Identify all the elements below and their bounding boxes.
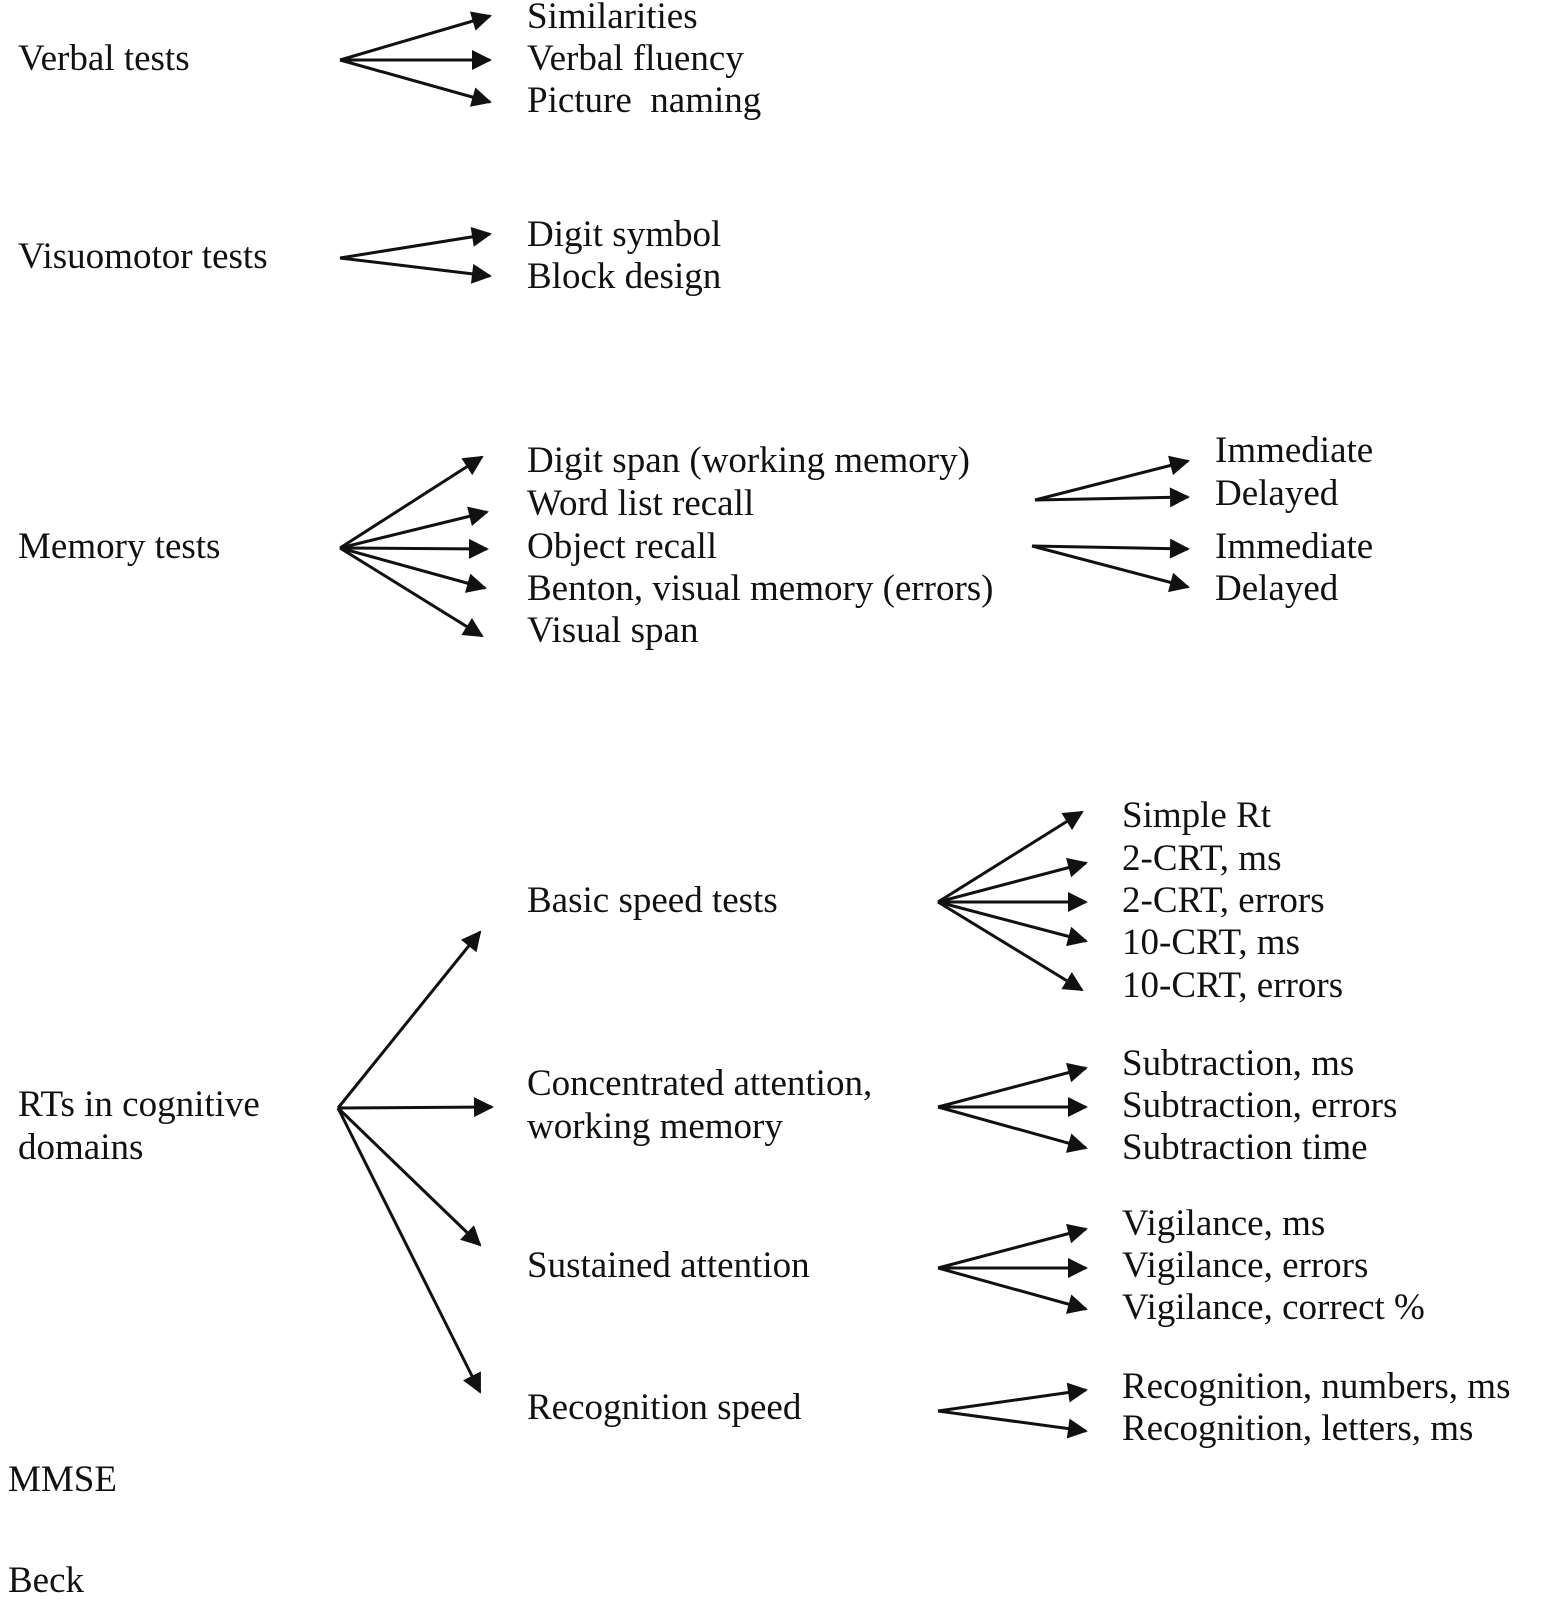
item-recognition-numbers: Recognition, numbers, ms — [1122, 1366, 1511, 1407]
item-block-design: Block design — [527, 256, 722, 297]
item-2crt-ms: 2-CRT, ms — [1122, 838, 1282, 879]
item-subtraction-errors: Subtraction, errors — [1122, 1085, 1398, 1126]
item-visual-span: Visual span — [527, 610, 699, 651]
item-object-recall: Object recall — [527, 526, 718, 567]
arrow-memory-benton — [339, 546, 487, 593]
word-list-delayed: Delayed — [1215, 473, 1339, 514]
arrow-memory-visualspan — [339, 546, 484, 638]
arrow-recog-letters — [937, 1409, 1088, 1439]
item-subtraction-ms: Subtraction, ms — [1122, 1043, 1355, 1084]
rts-label-line1: RTs in cognitive — [18, 1084, 260, 1125]
arrow-wordlist-immediate — [1034, 455, 1190, 502]
object-recall-immediate: Immediate — [1215, 526, 1374, 567]
item-benton-visual-memory: Benton, visual memory (errors) — [527, 568, 994, 609]
arrow-recog-numbers — [937, 1382, 1088, 1413]
arrow-rts-sustained — [336, 1106, 482, 1247]
concentrated-label-line1: Concentrated attention, — [527, 1063, 873, 1104]
arrow-sust-correct — [937, 1266, 1088, 1314]
arrow-rts-recognition — [336, 1107, 482, 1394]
arrow-memory-digitspan — [339, 455, 484, 550]
item-picture-naming: Picture naming — [527, 80, 762, 121]
rts-label-line2: domains — [18, 1127, 144, 1168]
arrow-rts-concentrated — [337, 1097, 494, 1118]
arrow-memory-wordlist — [339, 506, 489, 550]
visuomotor-tests-label: Visuomotor tests — [18, 236, 268, 277]
item-simple-rt: Simple Rt — [1122, 795, 1272, 836]
item-similarities: Similarities — [527, 0, 698, 37]
beck-label: Beck — [8, 1560, 85, 1601]
basic-speed-label: Basic speed tests — [527, 880, 778, 921]
item-digit-span: Digit span (working memory) — [527, 440, 970, 481]
sustained-label: Sustained attention — [527, 1245, 810, 1286]
arrow-basic-10crt-errors — [937, 900, 1084, 992]
object-recall-delayed: Delayed — [1215, 568, 1339, 609]
arrow-sust-ms — [937, 1223, 1088, 1270]
item-vigilance-ms: Vigilance, ms — [1122, 1203, 1326, 1244]
item-2crt-errors: 2-CRT, errors — [1122, 880, 1325, 921]
arrow-object-delayed — [1031, 544, 1190, 593]
arrow-memory-object — [339, 538, 489, 559]
item-word-list-recall: Word list recall — [527, 483, 755, 524]
arrow-object-immediate — [1031, 538, 1190, 559]
item-verbal-fluency: Verbal fluency — [527, 38, 744, 79]
memory-tests-label: Memory tests — [18, 526, 221, 567]
concentrated-label-line2: working memory — [527, 1106, 783, 1147]
arrow-basic-10crt-ms — [937, 900, 1088, 947]
mmse-label: MMSE — [8, 1459, 117, 1500]
item-recognition-letters: Recognition, letters, ms — [1122, 1408, 1474, 1449]
recognition-label: Recognition speed — [527, 1387, 802, 1428]
arrow-verbal-similarities — [339, 11, 492, 62]
arrow-verbal-picture — [339, 58, 492, 107]
item-10crt-errors: 10-CRT, errors — [1122, 965, 1344, 1006]
item-10crt-ms: 10-CRT, ms — [1122, 922, 1300, 963]
verbal-tests-label: Verbal tests — [18, 38, 190, 79]
arrow-visuomotor-digit — [339, 226, 492, 260]
item-vigilance-errors: Vigilance, errors — [1122, 1245, 1369, 1286]
word-list-immediate: Immediate — [1215, 430, 1374, 471]
arrow-basic-2crt-ms — [937, 857, 1088, 904]
arrow-wordlist-delayed — [1034, 487, 1190, 508]
arrow-conc-ms — [937, 1062, 1088, 1109]
arrow-basic-simple — [937, 810, 1084, 904]
arrow-visuomotor-block — [339, 256, 492, 284]
item-subtraction-time: Subtraction time — [1122, 1127, 1368, 1168]
arrow-conc-time — [937, 1105, 1088, 1153]
item-digit-symbol: Digit symbol — [527, 214, 722, 255]
item-vigilance-correct: Vigilance, correct % — [1122, 1287, 1425, 1328]
arrow-rts-basic — [336, 930, 482, 1109]
